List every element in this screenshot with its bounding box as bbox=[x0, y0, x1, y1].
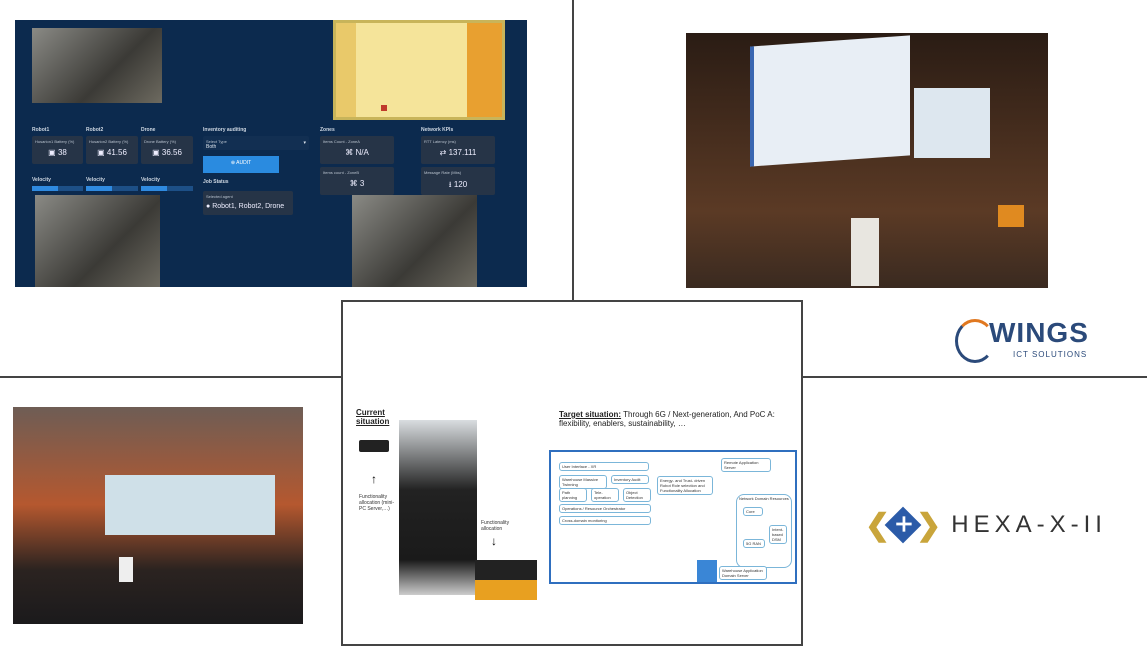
diagram-node: Object Detection bbox=[623, 488, 651, 502]
drone-header: Drone bbox=[141, 127, 156, 133]
rtt-card: RTT Latency (ms)⇄ 137.111 bbox=[421, 136, 495, 164]
job-status-header: Job Status bbox=[203, 179, 229, 185]
allocation-label: Functionality allocation (mini-PC Server… bbox=[359, 494, 395, 512]
rate-card: Message Rate (Mbs)⭳ 120 bbox=[421, 167, 495, 195]
server-rack-photo bbox=[399, 420, 477, 595]
arrow-down-icon: ↓ bbox=[491, 534, 497, 548]
kpis-header: Network KPIs bbox=[421, 127, 454, 133]
divider bbox=[803, 376, 1147, 378]
diagram-node: Remote Application Server bbox=[721, 458, 771, 472]
camera-feed bbox=[35, 195, 160, 287]
warehouse-map bbox=[333, 20, 505, 120]
robot1-header: Robot1 bbox=[32, 127, 50, 133]
zoneB-card: Items count - ZoneB⌘ 3 bbox=[320, 167, 394, 195]
velocity-label: Velocity bbox=[141, 177, 160, 183]
robot-dashboard-screenshot: Robot1 Robot2 Drone Husarion1 Battery (%… bbox=[15, 20, 527, 287]
diagram-node: Operations / Resource Orchestrator bbox=[559, 504, 651, 513]
diagram-node: Energy- and Trust- driven Robot Role sel… bbox=[657, 476, 713, 495]
robot1-battery-card: Husarion1 Battery (%)▣ 38 bbox=[32, 136, 83, 164]
wings-logo: WINGS ICT SOLUTIONS bbox=[955, 315, 1115, 367]
warehouse-icon bbox=[697, 560, 717, 582]
diagram-node: Inventory Audit bbox=[611, 475, 649, 484]
current-situation-title: Current situation bbox=[356, 408, 390, 426]
network-domain-box: Network Domain Resources Core Intent-bas… bbox=[736, 494, 792, 568]
drone-battery-card: Drone Battery (%)▣ 36.56 bbox=[141, 136, 193, 164]
diagram-node: Path planning bbox=[559, 488, 587, 502]
robot2-header: Robot2 bbox=[86, 127, 104, 133]
poc-slide: Current situation ↑ Functionality alloca… bbox=[341, 300, 803, 646]
diagram-node: User Interface - XR bbox=[559, 462, 649, 471]
architecture-diagram: User Interface - XR Warehouse Massive Tw… bbox=[549, 450, 797, 584]
target-situation-title: Target situation: bbox=[559, 410, 622, 419]
conference-hall-photo bbox=[13, 407, 303, 624]
target-situation-text: Through 6G / Next-generation, And PoC A:… bbox=[559, 410, 775, 428]
inventory-header: Inventory auditing bbox=[203, 127, 247, 133]
velocity-label: Velocity bbox=[32, 177, 51, 183]
robot1-velocity-bar bbox=[32, 186, 83, 191]
zones-header: Zones bbox=[320, 127, 335, 133]
hexa-x-ii-logo: ❮✕❯ HEXA-X-II bbox=[865, 506, 1107, 544]
divider bbox=[572, 0, 574, 300]
camera-feed bbox=[32, 28, 162, 103]
conference-talk-photo bbox=[686, 33, 1048, 288]
robot-photo bbox=[475, 560, 537, 600]
drone-velocity-bar bbox=[141, 186, 193, 191]
zoneA-card: Items Count - ZoneA⌘ N/A bbox=[320, 136, 394, 164]
diagram-node: Warehouse Massive Twinning bbox=[559, 475, 607, 489]
selected-agent-card: Selected agent● Robot1, Robot2, Drone bbox=[203, 191, 293, 215]
robot2-battery-card: Husarion2 Battery (%)▣ 41.56 bbox=[86, 136, 138, 164]
diagram-node: Cross-domain monitoring bbox=[559, 516, 651, 525]
divider bbox=[0, 376, 341, 378]
mini-pc-image bbox=[359, 440, 389, 452]
arrow-up-icon: ↑ bbox=[371, 472, 377, 486]
allocation-label: Functionality allocation bbox=[481, 520, 510, 532]
audit-button[interactable]: ⊕ AUDIT bbox=[203, 156, 279, 173]
velocity-label: Velocity bbox=[86, 177, 105, 183]
camera-feed bbox=[352, 195, 477, 287]
diagram-node: Warehouse Application Domain Server bbox=[719, 566, 767, 580]
diagram-node: Tele-operation bbox=[591, 488, 619, 502]
robot2-velocity-bar bbox=[86, 186, 138, 191]
chevron-down-icon: ▾ bbox=[303, 140, 306, 146]
